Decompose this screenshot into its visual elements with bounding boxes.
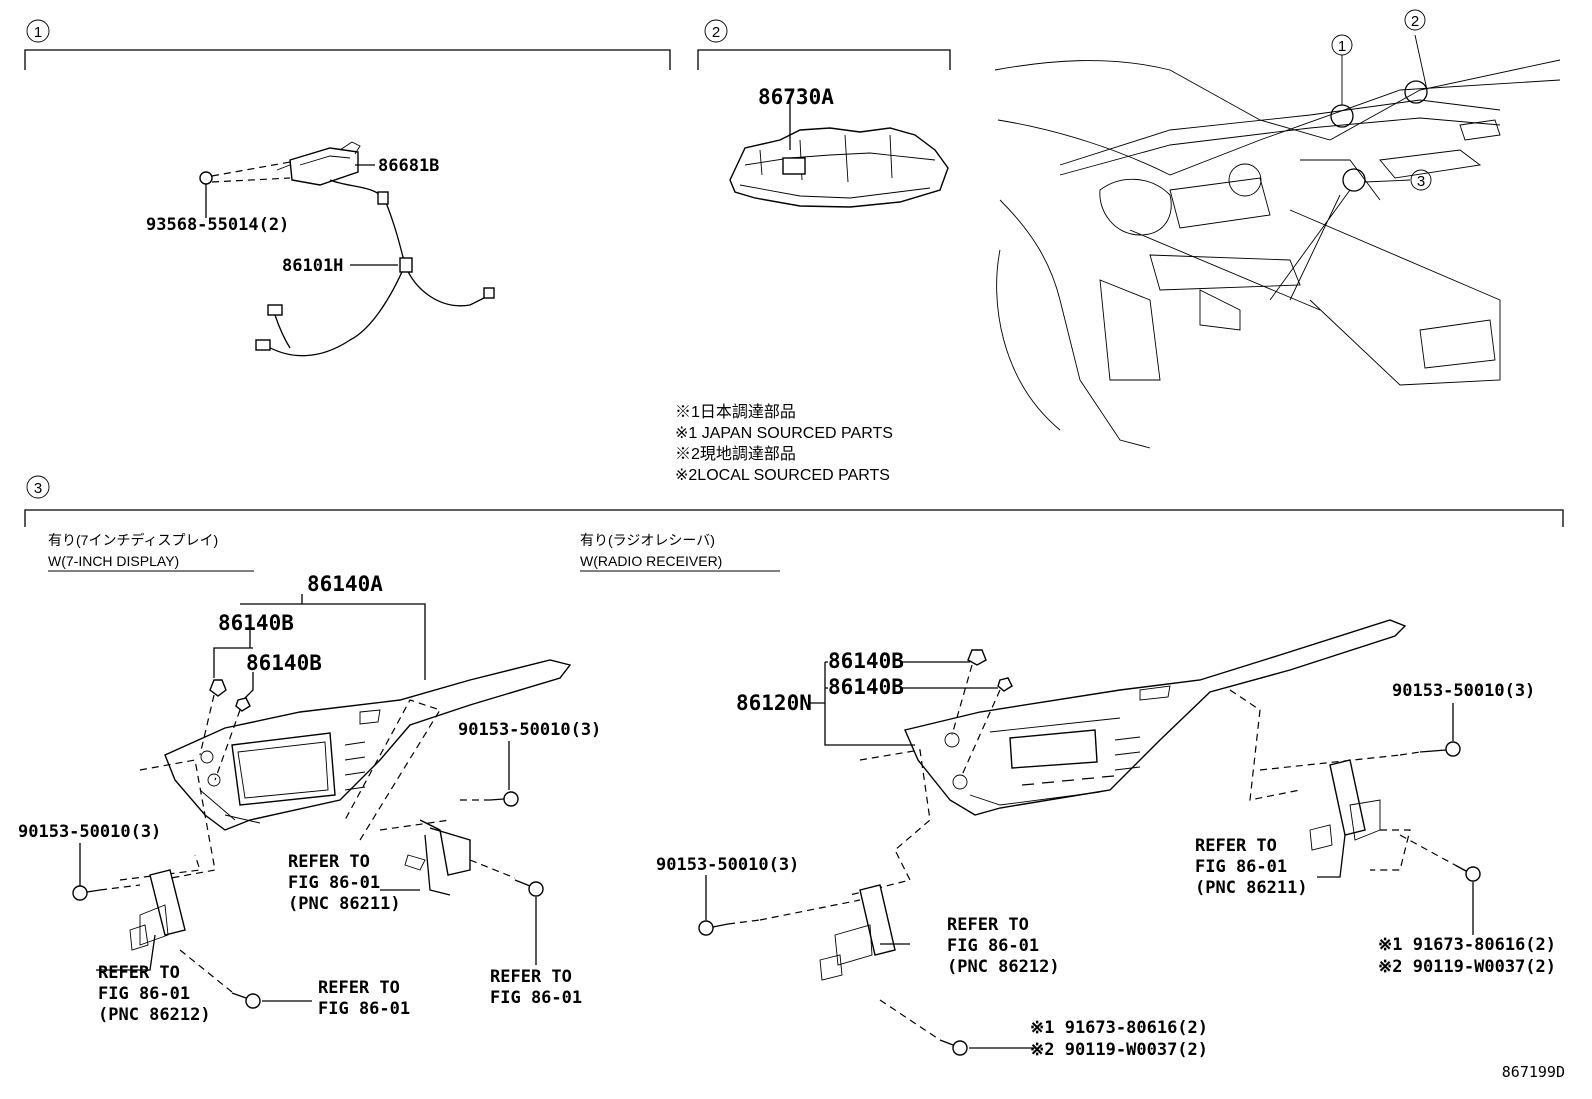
ref-bracket-86211-r-line2: FIG 86-01: [1195, 857, 1287, 877]
condition-left-en: W(7-INCH DISPLAY): [48, 553, 179, 569]
usb-adapter-shape: [289, 147, 359, 186]
bracket-86211-left-assy: [419, 819, 471, 876]
part-86101H: 86101H: [282, 256, 343, 276]
ref-bracket-86211-line2: FIG 86-01: [288, 873, 380, 893]
part-86140B-top: 86140B: [828, 649, 904, 673]
section-3-header: 3: [24, 475, 1564, 527]
ref-bracket-86212-r-line1: REFER TO: [947, 915, 1029, 935]
ref-bracket-86212-r-line3: (PNC 86212): [947, 957, 1060, 977]
bracket-86212-right-assy: [859, 884, 896, 956]
screw-right-icon: [528, 881, 544, 897]
diagram-id: 867199D: [1502, 1063, 1565, 1081]
vehicle-locator-view: 1 2 3: [994, 9, 1561, 449]
condition-left-jp: 有り(7インチディスプレイ): [48, 532, 218, 548]
locator-spot-3: [1342, 168, 1366, 192]
section-3-marker-circle: [26, 475, 50, 499]
screw-93568-icon: [199, 171, 213, 185]
locator-spot-2: [1404, 80, 1428, 104]
screw-right-r-jp-part: ※1 91673-80616(2): [1378, 935, 1556, 955]
locator-marker-2: 2: [1411, 13, 1419, 30]
part-90153-right-r: 90153-50010(3): [1392, 681, 1535, 701]
knob-86140B-bottom: [997, 677, 1013, 692]
ref-bracket-86211-line1: REFER TO: [288, 852, 370, 872]
section-1-marker: 1: [34, 24, 42, 41]
note-japan-en: ※1 JAPAN SOURCED PARTS: [675, 425, 893, 442]
note-local-jp: ※2現地調達部品: [675, 445, 796, 463]
condition-right-jp: 有り(ラジオレシーバ): [580, 532, 715, 548]
ref-bracket-86212-line2: FIG 86-01: [98, 984, 190, 1004]
part-90153-left-r: 90153-50010(3): [656, 855, 799, 875]
section-3-bracket: [24, 509, 1564, 527]
screw-bottom-icon: [245, 993, 261, 1009]
ref-bracket-86211-r-line1: REFER TO: [1195, 836, 1277, 856]
bolt-90153-left-icon-r: [698, 920, 714, 936]
overhead-console-86730A: [729, 127, 949, 208]
knob-86140B-a: [209, 679, 227, 697]
ref-bracket-86212-line1: REFER TO: [98, 963, 180, 983]
section-1-bracket: [24, 49, 671, 70]
screw-bottom-icon-r: [952, 1040, 968, 1056]
section-3-right: 有り(ラジオレシーバ) W(RADIO RECEIVER): [580, 532, 1556, 1060]
screw-right-icon-r: [1465, 866, 1481, 882]
part-86681B: 86681B: [378, 156, 439, 176]
section-1-drawing: 86681B 93568-55014(2) 86101H: [146, 141, 495, 357]
part-86140B-group: 86140B: [218, 611, 294, 635]
ref-screw-right-line2: FIG 86-01: [490, 988, 582, 1008]
bolt-90153-right-icon-r: [1445, 741, 1461, 757]
section-1-marker-circle: [26, 19, 50, 43]
screw-bottom-r-local-part: ※2 90119-W0037(2): [1030, 1040, 1208, 1060]
bolt-90153-right-icon: [503, 791, 519, 807]
section-2-marker-circle: [704, 19, 728, 43]
locator-spot-1: [1330, 104, 1354, 128]
knob-86140B-top: [967, 649, 987, 666]
section-1-header: 1: [24, 19, 671, 70]
display-screen: [231, 732, 336, 806]
note-local-en: ※2LOCAL SOURCED PARTS: [675, 467, 890, 484]
ref-bracket-86211-line3: (PNC 86211): [288, 894, 401, 914]
section-2-bracket: [697, 49, 951, 70]
ref-screw-right-line1: REFER TO: [490, 967, 572, 987]
section-2-marker: 2: [712, 24, 720, 41]
part-86730A: 86730A: [758, 85, 834, 109]
locator-marker-3: 3: [1417, 173, 1425, 190]
part-86140B-bottom: 86140B: [828, 675, 904, 699]
ref-screw-bottom-line2: FIG 86-01: [318, 999, 410, 1019]
ref-bracket-86212-r-line2: FIG 86-01: [947, 936, 1039, 956]
part-86120N: 86120N: [736, 691, 812, 715]
sourcing-notes: ※1日本調達部品 ※1 JAPAN SOURCED PARTS ※2現地調達部品…: [675, 403, 893, 484]
radio-display: [1009, 729, 1098, 769]
bracket-86212-left-assy: [149, 869, 186, 936]
locator-marker-1: 1: [1338, 38, 1346, 55]
ref-screw-bottom-line1: REFER TO: [318, 978, 400, 998]
section-3-marker: 3: [34, 480, 42, 497]
condition-right-en: W(RADIO RECEIVER): [580, 553, 722, 569]
panel-86120N: [904, 619, 1407, 816]
screw-right-r-local-part: ※2 90119-W0037(2): [1378, 957, 1556, 977]
knob-86140B-b: [235, 697, 251, 712]
part-93568-55014: 93568-55014(2): [146, 215, 289, 235]
section-3-left: 有り(7インチディスプレイ) W(7-INCH DISPLAY): [18, 532, 601, 1025]
part-90153-right: 90153-50010(3): [458, 720, 601, 740]
bolt-90153-left-icon: [72, 885, 88, 901]
ref-bracket-86211-r-line3: (PNC 86211): [1195, 878, 1308, 898]
screw-bottom-r-jp-part: ※1 91673-80616(2): [1030, 1018, 1208, 1038]
part-86140A: 86140A: [307, 572, 383, 596]
part-86140B-single: 86140B: [246, 651, 322, 675]
section-2-header: 2: [697, 19, 951, 70]
bracket-86211-right-assy: [1329, 759, 1366, 836]
part-90153-left: 90153-50010(3): [18, 822, 161, 842]
ref-bracket-86212-line3: (PNC 86212): [98, 1005, 211, 1025]
note-japan-jp: ※1日本調達部品: [675, 403, 796, 421]
section-2-drawing: 86730A: [729, 85, 949, 208]
